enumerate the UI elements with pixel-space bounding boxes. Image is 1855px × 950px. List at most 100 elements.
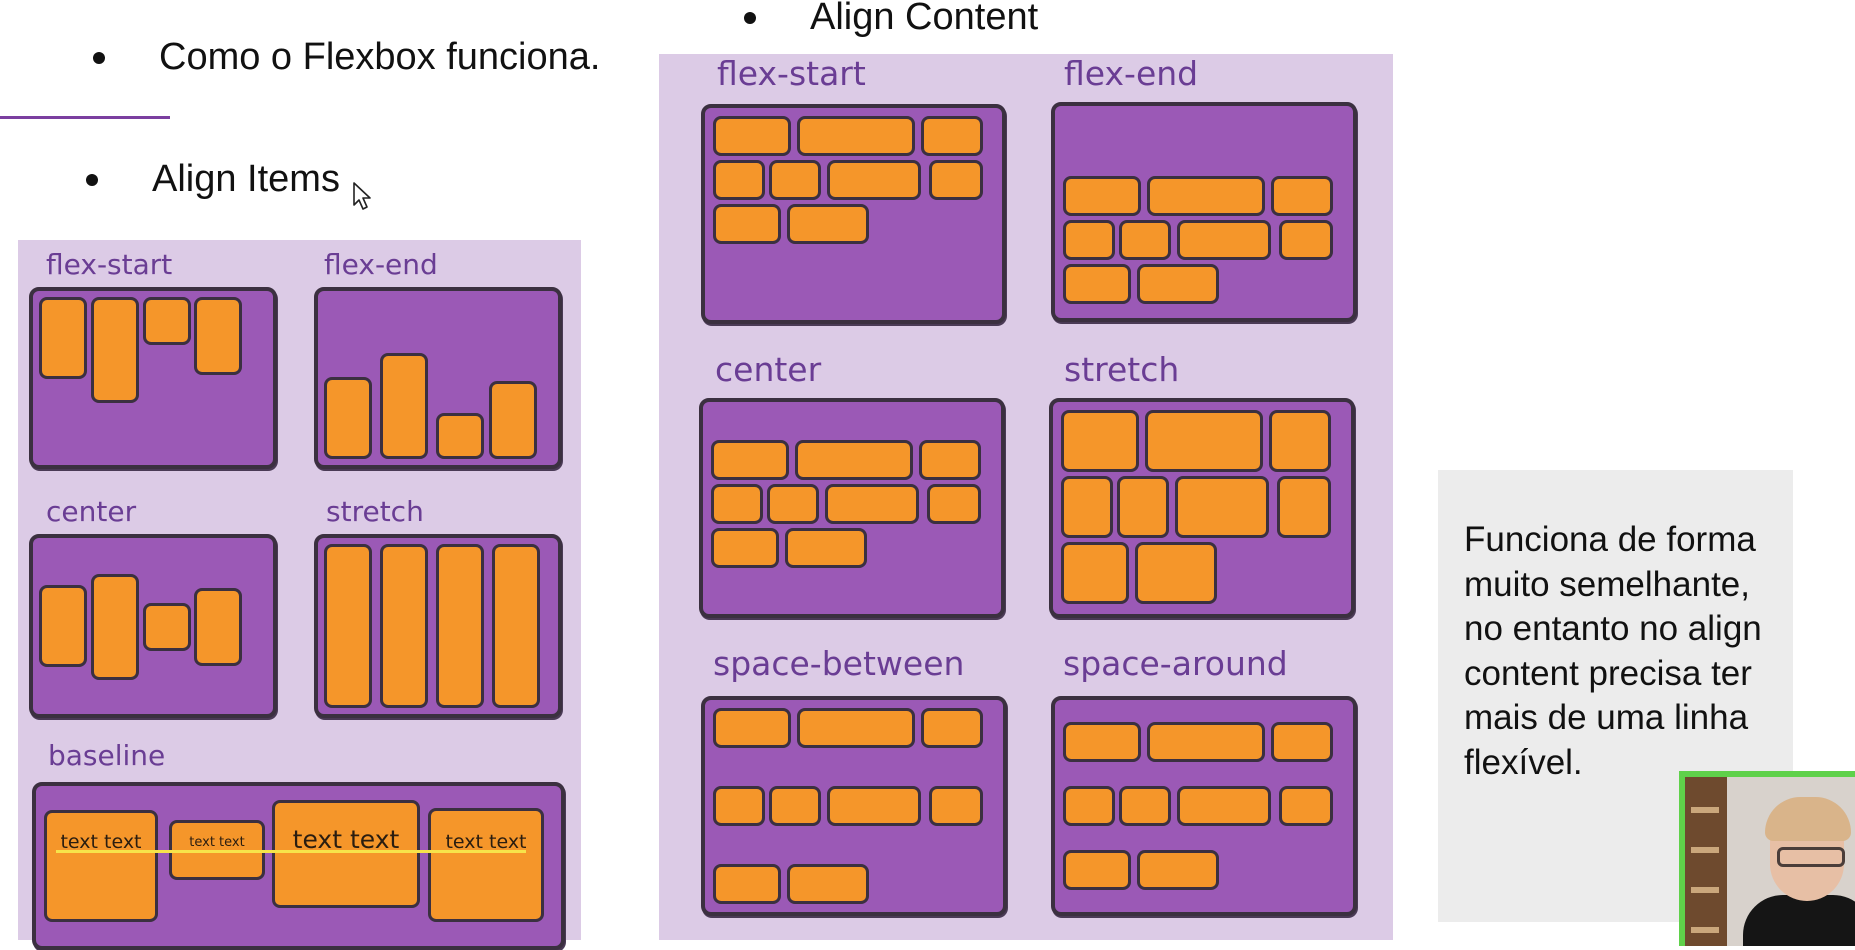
- align-content-stretch-box: [1049, 398, 1355, 618]
- flex-item: [713, 160, 765, 200]
- baseline-guide-line: [56, 850, 526, 853]
- flex-item: [825, 484, 919, 524]
- flex-item: [1061, 476, 1113, 538]
- label-flex-start: flex-start: [46, 248, 173, 281]
- flex-item: [713, 204, 781, 244]
- bullet-dot: [93, 51, 105, 64]
- flex-item: [787, 864, 869, 904]
- align-items-baseline-box: text text text text text text text text: [32, 782, 565, 950]
- bullet-como-flexbox: Como o Flexbox funciona.: [93, 36, 600, 79]
- flex-item: [769, 786, 821, 826]
- flex-item: [1119, 786, 1171, 826]
- flex-item: [787, 204, 869, 244]
- flex-item: [1147, 176, 1265, 216]
- align-content-center-box: [699, 398, 1005, 618]
- flex-item: [91, 574, 139, 680]
- label-space-around: space-around: [1063, 644, 1288, 683]
- baseline-item: text text: [428, 808, 544, 922]
- presenter-hair: [1765, 797, 1851, 841]
- flex-item: [380, 353, 428, 459]
- flex-item: [1117, 476, 1169, 538]
- presenter-body: [1743, 895, 1855, 946]
- flex-item: [1137, 264, 1219, 304]
- align-items-diagram: flex-start flex-end center stretch basel…: [18, 240, 581, 950]
- flex-item: [1279, 786, 1333, 826]
- flex-item: [324, 377, 372, 459]
- flex-item: [1175, 476, 1269, 538]
- flex-item: [797, 116, 915, 156]
- webcam-bookshelf: [1685, 777, 1727, 946]
- align-items-stretch-box: [314, 534, 562, 718]
- flex-item: [1177, 220, 1271, 260]
- align-items-flex-end-box: [314, 287, 562, 469]
- flex-item: [921, 708, 983, 748]
- flex-item: [767, 484, 819, 524]
- align-content-flex-end-box: [1051, 102, 1357, 322]
- flex-item: [1063, 850, 1131, 890]
- label-baseline: baseline: [48, 739, 166, 772]
- flex-item: [436, 544, 484, 708]
- label-flex-end: flex-end: [1064, 54, 1199, 93]
- flex-item: [713, 116, 791, 156]
- flex-item: [143, 297, 191, 345]
- flex-item: [827, 160, 921, 200]
- flex-item: [1145, 410, 1263, 472]
- flex-item: [194, 297, 242, 375]
- flex-item: [919, 440, 981, 480]
- bullet-align-items: Align Items: [86, 158, 340, 201]
- flex-item: [324, 544, 372, 708]
- bullet-text: Align Items: [152, 158, 340, 200]
- label-space-between: space-between: [713, 644, 965, 683]
- flex-item: [785, 528, 867, 568]
- flex-item: [1271, 176, 1333, 216]
- flex-item: [39, 585, 87, 667]
- label-flex-start: flex-start: [717, 54, 866, 93]
- mouse-cursor-icon: [353, 182, 371, 210]
- webcam-overlay: [1679, 771, 1855, 946]
- flex-item: [39, 297, 87, 379]
- label-stretch: stretch: [326, 495, 424, 528]
- flex-item: [711, 484, 763, 524]
- flex-item: [1061, 542, 1129, 604]
- flex-item: [436, 413, 484, 459]
- align-items-center-box: [29, 534, 277, 718]
- flex-item: [1061, 410, 1139, 472]
- bullet-dot: [86, 173, 98, 186]
- flex-item: [927, 484, 981, 524]
- bullet-text: Como o Flexbox funciona.: [159, 36, 601, 78]
- flex-item: [929, 160, 983, 200]
- align-content-flex-start-box: [701, 104, 1006, 324]
- baseline-item-text: text text: [189, 835, 245, 850]
- flex-item: [797, 708, 915, 748]
- flex-item: [1137, 850, 1219, 890]
- flex-item: [91, 297, 139, 403]
- bullet-dot: [744, 11, 756, 24]
- flex-item: [713, 708, 791, 748]
- bullet-align-content: Align Content: [744, 0, 1038, 39]
- baseline-item: text text: [44, 810, 158, 922]
- flex-item: [921, 116, 983, 156]
- section-divider: [0, 116, 170, 119]
- flex-item: [713, 786, 765, 826]
- flex-item: [1063, 176, 1141, 216]
- flex-item: [1063, 786, 1115, 826]
- flex-item: [711, 528, 779, 568]
- flex-item: [1277, 476, 1331, 538]
- flex-item: [194, 588, 242, 666]
- flex-item: [795, 440, 913, 480]
- flex-item: [1063, 264, 1131, 304]
- flex-item: [1147, 722, 1265, 762]
- label-stretch: stretch: [1064, 350, 1180, 389]
- baseline-item: text text: [272, 800, 420, 908]
- bullet-text: Align Content: [810, 0, 1039, 38]
- flex-item: [1279, 220, 1333, 260]
- flex-item: [1269, 410, 1331, 472]
- baseline-item-text: text text: [292, 825, 400, 854]
- note-text: Funciona de forma muito semelhante, no e…: [1464, 520, 1762, 782]
- flex-item: [492, 544, 540, 708]
- flex-item: [827, 786, 921, 826]
- align-content-space-between-box: [701, 696, 1007, 916]
- note-box: Funciona de forma muito semelhante, no e…: [1438, 470, 1793, 922]
- baseline-item-text: text text: [60, 831, 142, 853]
- flex-item: [1119, 220, 1171, 260]
